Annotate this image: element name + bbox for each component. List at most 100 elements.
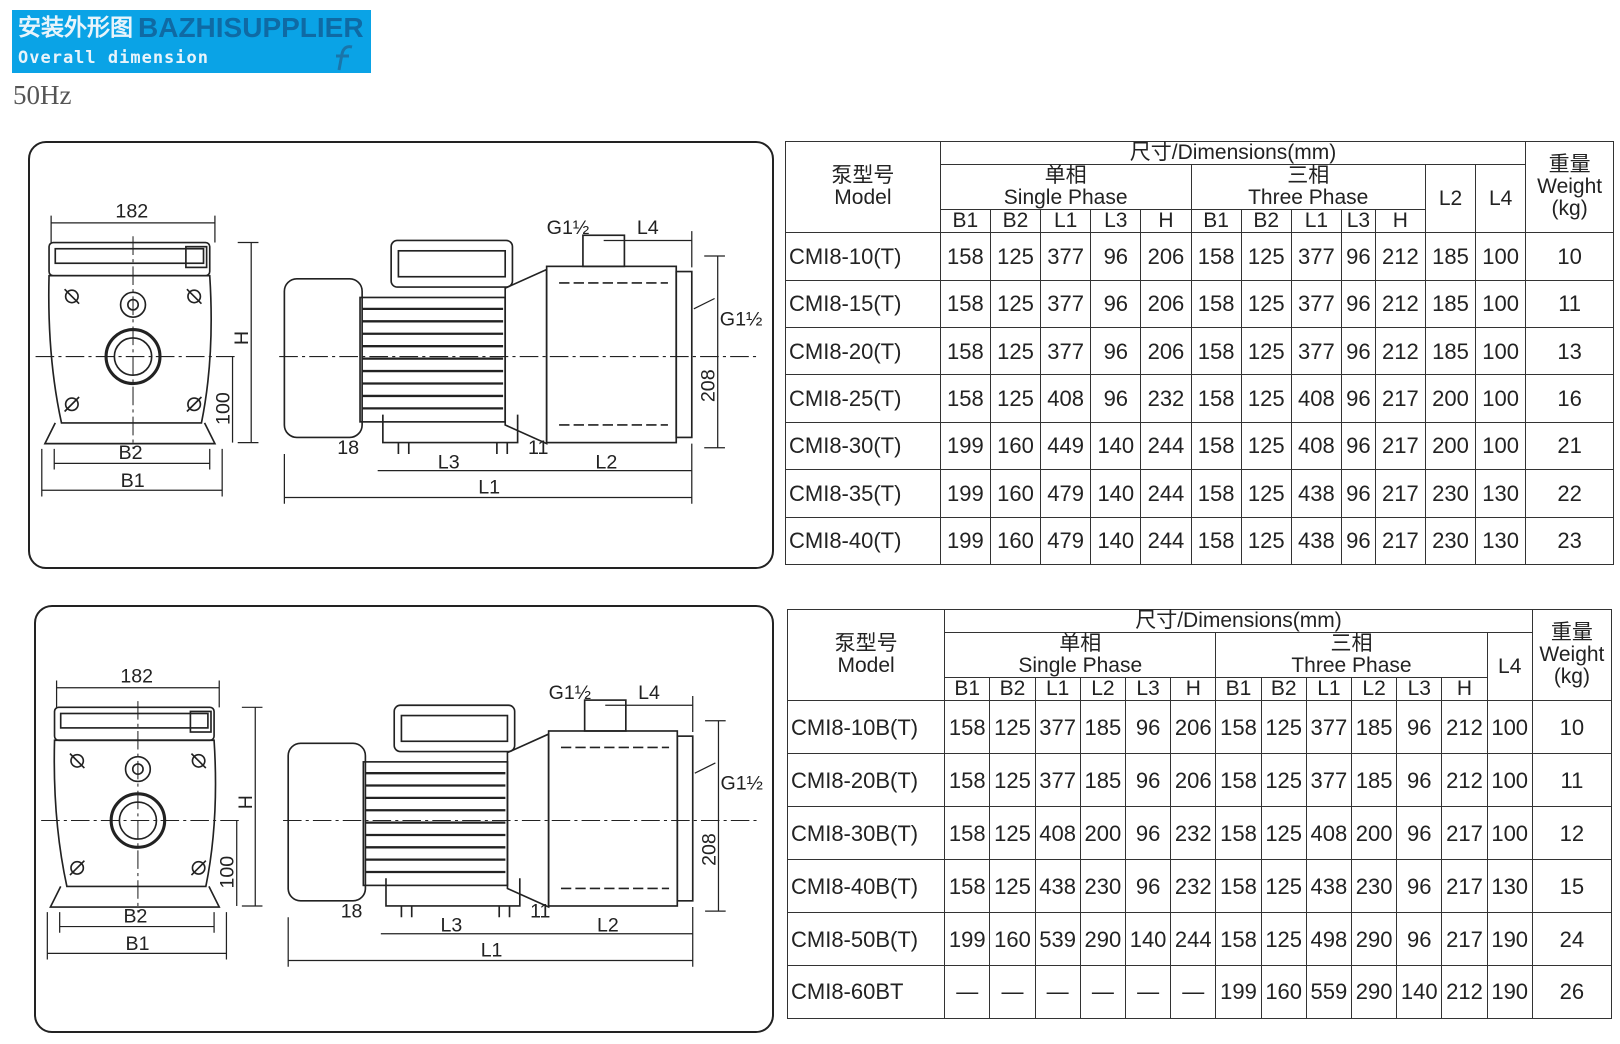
dimension-cell: 206 (1170, 753, 1217, 808)
weight-cell: 21 (1525, 421, 1614, 471)
weight-cell: 23 (1525, 516, 1614, 566)
banner-title-en: Overall dimension (18, 48, 209, 68)
column-header-l1: L1 (1040, 209, 1092, 234)
dimension-cell: 125 (1240, 326, 1292, 376)
dimension-cell: 212 (1441, 965, 1488, 1019)
column-header-h: H (1441, 677, 1488, 702)
dimensions-header: 尺寸/Dimensions(mm) (939, 140, 1527, 166)
dimension-cell: 200 (1350, 806, 1398, 861)
column-header-h: H (1374, 209, 1426, 234)
column-header-b2: B2 (989, 677, 1036, 702)
dimension-cell: 96 (1340, 421, 1376, 471)
dim-G-top: G1½ (547, 217, 590, 239)
dimension-cell: 217 (1374, 421, 1426, 471)
dimension-cell: 290 (1079, 912, 1126, 967)
dimension-cell: 206 (1140, 326, 1192, 376)
dimension-cell: 199 (939, 469, 991, 518)
model-cell: CMI8-20(T) (785, 326, 941, 376)
weight-cell: 22 (1525, 469, 1614, 518)
dimension-cell: 230 (1424, 469, 1477, 518)
model-cell: CMI8-10B(T) (786, 700, 946, 755)
dim-H: H (231, 331, 253, 345)
model-cell: CMI8-40B(T) (786, 859, 946, 914)
column-header-l1: L1 (1305, 677, 1352, 702)
dimension-cell: 96 (1090, 326, 1142, 376)
dimension-cell: 377 (1034, 753, 1081, 808)
dimension-cell: 125 (989, 859, 1036, 914)
dimension-cell: 377 (1305, 700, 1352, 755)
dimension-cell: 158 (939, 374, 991, 423)
dimension-cell: 96 (1124, 859, 1172, 914)
dimension-cell: — (989, 965, 1036, 1019)
weight-cell: 11 (1525, 279, 1614, 328)
dimension-cell: 158 (939, 326, 991, 376)
dimension-cell: 230 (1424, 516, 1477, 566)
dimension-cell: 158 (1190, 279, 1242, 328)
weight-cell: 11 (1531, 753, 1613, 808)
dimension-cell: 377 (1290, 279, 1342, 328)
dimension-cell: 96 (1124, 753, 1172, 808)
dimension-cell: 125 (989, 753, 1036, 808)
dim-208: 208 (698, 833, 720, 866)
dimension-cell: 100 (1486, 700, 1533, 755)
dimension-cell: 438 (1305, 859, 1352, 914)
dimension-cell: 199 (1215, 965, 1262, 1019)
dimension-cell: 212 (1374, 279, 1426, 328)
dimension-cell: 96 (1090, 374, 1142, 423)
dimension-cell: 217 (1374, 374, 1426, 423)
column-header-b1: B1 (939, 209, 991, 234)
dimension-cell: 217 (1441, 859, 1488, 914)
dimension-cell: 100 (1486, 753, 1533, 808)
dimension-cell: 185 (1079, 753, 1126, 808)
dimension-drawing: 182 H 100 B2 B1 G1½ L4 G1½ 208 18 L3 11 … (41, 666, 763, 967)
dimension-cell: 377 (1040, 326, 1092, 376)
dim-L3: L3 (441, 915, 463, 937)
dimension-cell: 130 (1475, 469, 1527, 518)
dim-18: 18 (341, 900, 363, 922)
dimension-cell: 96 (1396, 912, 1443, 967)
column-header-b2: B2 (1240, 209, 1292, 234)
dim-G-top: G1½ (549, 682, 591, 704)
dimension-cell: 217 (1374, 469, 1426, 518)
dimension-cell: 559 (1305, 965, 1352, 1019)
dimension-cell: 377 (1290, 232, 1342, 281)
dimension-cell: 158 (944, 700, 991, 755)
dimension-cell: 125 (989, 232, 1042, 281)
weight-cell: 10 (1531, 700, 1613, 755)
dimension-cell: 96 (1396, 806, 1443, 861)
dimension-cell: 498 (1305, 912, 1352, 967)
front-view (49, 706, 221, 908)
dimension-cell: 232 (1140, 374, 1192, 423)
dimension-cell: 190 (1486, 965, 1533, 1019)
dimension-cell: 158 (1190, 421, 1242, 471)
dimension-cell: 185 (1350, 753, 1398, 808)
dimension-cell: 377 (1040, 279, 1092, 328)
dimension-cell: 479 (1040, 469, 1092, 518)
model-cell: CMI8-25(T) (785, 374, 941, 423)
dimension-cell: 96 (1340, 469, 1376, 518)
dimension-cell: — (944, 965, 991, 1019)
side-view (283, 234, 693, 455)
dimension-cell: 438 (1034, 859, 1081, 914)
dimension-cell: 125 (1260, 700, 1307, 755)
dimension-cell: 212 (1374, 326, 1426, 376)
dimension-cell: 158 (1190, 516, 1242, 566)
dimension-cell: 244 (1140, 469, 1192, 518)
dimension-cell: 199 (939, 516, 991, 566)
dimension-cell: 158 (944, 859, 991, 914)
dimension-cell: 140 (1090, 421, 1142, 471)
dimension-cell: 206 (1140, 279, 1192, 328)
model-cell: CMI8-15(T) (785, 279, 941, 328)
dimension-cell: 438 (1290, 516, 1342, 566)
dimension-cell: 408 (1040, 374, 1092, 423)
dim-B2: B2 (123, 905, 147, 927)
dimension-cell: 96 (1340, 516, 1376, 566)
